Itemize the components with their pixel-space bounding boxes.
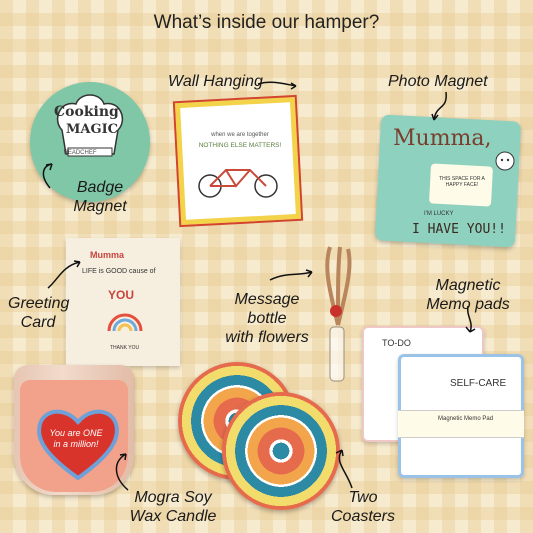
- memo-pads-label-line1: Magnetic: [435, 277, 501, 294]
- photo-magnet-label: Photo Magnet: [388, 73, 488, 90]
- memo-pad-band: [398, 410, 524, 438]
- chef-hat-icon: [56, 94, 124, 157]
- greeting-card-you: YOU: [108, 288, 135, 302]
- coasters-label: Two Coasters: [328, 488, 398, 526]
- greeting-card-title: Mumma: [90, 250, 125, 260]
- greeting-card-label: Greeting Card: [8, 294, 70, 332]
- candle-label-line1: Mogra Soy: [134, 489, 212, 506]
- message-bottle-label: Message bottle with flowers: [222, 290, 312, 347]
- badge-text-headchef: HEADCHEF: [63, 150, 97, 156]
- greeting-card-label-line2: Card: [20, 314, 56, 331]
- tandem-bicycle-icon: [198, 169, 278, 198]
- memo-pads-label-line2: Memo pads: [426, 296, 510, 313]
- photo-lucky-text: I'M LUCKY: [424, 211, 454, 217]
- greeting-card-label-line1: Greeting: [8, 295, 70, 312]
- greeting-card-thanks: THANK YOU: [110, 345, 140, 351]
- greeting-card-image: [66, 238, 180, 366]
- message-bottle-label-line2: bottle: [247, 310, 287, 327]
- coasters-label-line2: Coasters: [330, 508, 396, 525]
- photo-have-text: I HAVE YOU!!: [412, 222, 506, 237]
- page-title: What’s inside our hamper?: [153, 12, 380, 33]
- greeting-card-body: LIFE is GOOD cause of: [82, 268, 156, 275]
- arrow-photo: [431, 91, 447, 121]
- coasters-label-line1: Two: [348, 489, 378, 506]
- candle-text: You are ONE in a million!: [49, 428, 103, 449]
- photo-magnet-title: Mumma,: [393, 126, 492, 151]
- coaster-2: [222, 392, 340, 510]
- memo-pad-todo-title: TO-DO: [382, 338, 411, 348]
- rainbow-icon: [107, 313, 143, 332]
- heart-icon: [37, 409, 119, 481]
- badge-text-magic: MAGIC: [66, 122, 119, 137]
- badge-label-line2: Magnet: [73, 198, 127, 215]
- badge-label: Badge Magnet: [60, 178, 140, 216]
- arrow-bottle: [269, 269, 313, 281]
- message-bottle-label-line3: with flowers: [225, 329, 309, 346]
- memo-pad-selfcare-title: SELF-CARE: [450, 378, 507, 389]
- photo-space-text: THIS SPACE FOR A HAPPY FACE!: [439, 176, 485, 188]
- memo-pads-label: Magnetic Memo pads: [418, 276, 518, 314]
- message-bottle-image: [325, 246, 352, 382]
- badge-label-line1: Badge: [76, 179, 124, 196]
- candle-label: Mogra Soy Wax Candle: [118, 488, 228, 526]
- message-bottle-label-line1: Message: [234, 291, 300, 308]
- candle-label-line2: Wax Candle: [129, 508, 217, 525]
- arrow-wall: [257, 81, 297, 90]
- memo-pad-band-text: Magnetic Memo Pad: [438, 416, 494, 422]
- badge-text-cooking: Cooking: [54, 104, 119, 120]
- wall-hanging-text-2: NOTHING ELSE MATTERS!: [198, 142, 282, 149]
- wall-hanging-label: Wall Hanging: [168, 73, 263, 90]
- wall-hanging-text-1: when we are together: [211, 132, 269, 138]
- monkey-face-icon: [495, 151, 515, 171]
